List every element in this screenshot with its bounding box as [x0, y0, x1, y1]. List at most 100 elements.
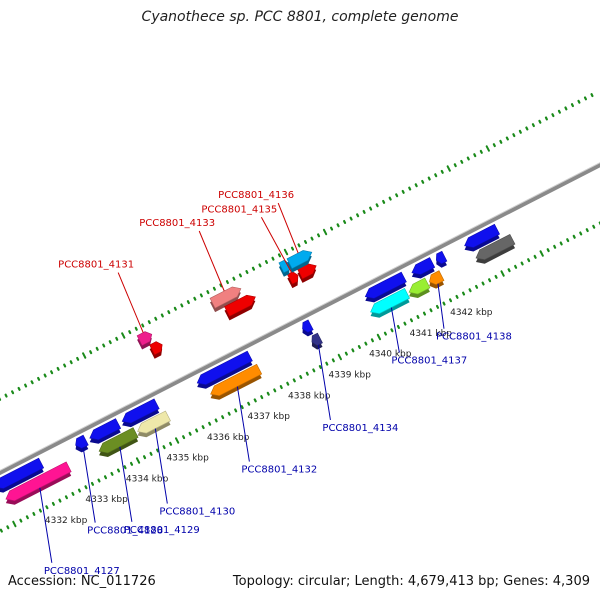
forward-track-tick: [356, 213, 360, 218]
forward-track-tick: [531, 123, 535, 128]
kbp-tick-label: 4334 kbp: [126, 474, 169, 484]
gene-label-leader: [117, 272, 144, 333]
reverse-track-tick: [12, 520, 17, 528]
forward-track-tick: [369, 206, 373, 211]
reverse-track-tick: [149, 451, 153, 456]
gene-arrow: [136, 331, 153, 346]
gene-arrow: [210, 363, 263, 397]
reverse-track-tick: [182, 435, 186, 440]
reverse-track-tick: [409, 318, 414, 323]
reverse-track-tick: [214, 418, 218, 423]
gene-arrow: [149, 341, 163, 356]
reverse-track-tick: [279, 385, 283, 390]
reverse-track-tick: [58, 498, 62, 503]
forward-track-tick: [147, 320, 151, 325]
forward-track-tick: [375, 203, 379, 208]
reverse-track-tick: [169, 441, 173, 446]
genome-summary-text: Topology: circular; Length: 4,679,413 bp…: [232, 574, 590, 589]
gene-arrow: [224, 294, 256, 317]
forward-track-tick: [206, 290, 210, 295]
reverse-track-tick: [331, 358, 335, 363]
forward-track-tick: [499, 139, 503, 144]
reverse-track-tick: [533, 254, 537, 259]
forward-track-tick: [290, 246, 295, 251]
gene-label: PCC8801_4136: [218, 190, 294, 201]
forward-track-tick: [102, 343, 106, 348]
reverse-track-tick: [514, 264, 518, 269]
forward-track-tick: [63, 363, 67, 368]
gene-arrow: [370, 287, 411, 315]
forward-track-tick: [277, 253, 282, 258]
reverse-track-tick: [344, 351, 348, 356]
reverse-track-tick: [174, 437, 180, 444]
reverse-track-tick: [195, 428, 199, 433]
kbp-tick-label: 4332 kbp: [45, 516, 88, 526]
forward-track-tick: [310, 236, 314, 241]
gene-arrow: [196, 350, 253, 386]
gene-label: PCC8801_4132: [241, 465, 317, 476]
reverse-track-tick: [305, 371, 309, 376]
reverse-track-tick: [77, 488, 82, 493]
gene-arrow: [286, 271, 299, 285]
reverse-track-tick: [559, 241, 563, 246]
forward-track-tick: [466, 156, 470, 161]
forward-track-tick: [258, 263, 262, 268]
gene-arrow: [435, 250, 448, 265]
reverse-track-tick: [71, 491, 75, 496]
forward-track-tick: [95, 346, 99, 351]
gene-label-leader: [236, 386, 250, 462]
forward-track-tick: [570, 103, 574, 108]
forward-track-tick: [76, 356, 80, 361]
forward-track-tick: [505, 136, 509, 141]
reverse-track-tick: [110, 471, 114, 476]
forward-track-tick: [212, 286, 216, 291]
forward-track-tick: [336, 223, 340, 228]
forward-track-tick: [408, 186, 412, 191]
forward-track-tick: [30, 380, 34, 385]
reverse-track-tick: [299, 375, 303, 380]
kbp-tick-label: 4338 kbp: [288, 391, 331, 401]
kbp-tick-label: 4342 kbp: [450, 308, 493, 318]
forward-track-tick: [141, 323, 145, 328]
reverse-track-tick: [364, 341, 368, 346]
forward-track-tick: [69, 360, 73, 365]
forward-track-tick: [154, 316, 158, 321]
reverse-track-tick: [208, 421, 212, 426]
reverse-track-tick: [19, 518, 23, 523]
gene-label: PCC8801_4138: [436, 332, 512, 343]
reverse-track-tick: [25, 515, 29, 520]
kbp-tick-label: 4336 kbp: [207, 433, 250, 443]
forward-track-tick: [583, 96, 588, 101]
forward-track-tick: [271, 256, 275, 261]
gene-label-leader: [277, 202, 299, 254]
forward-track-tick: [232, 276, 236, 281]
forward-track-tick: [512, 133, 516, 138]
reverse-track-tick: [507, 268, 511, 273]
gene-arrow: [137, 410, 171, 434]
reverse-track-tick: [461, 291, 466, 296]
forward-track-tick: [121, 332, 126, 339]
forward-track-tick: [89, 350, 93, 355]
forward-track-tick: [316, 233, 321, 238]
gene-label-leader: [437, 283, 445, 329]
forward-track-tick: [245, 270, 249, 275]
gene-arrow: [121, 398, 160, 424]
forward-track-tick: [4, 393, 8, 398]
gene-arrow: [364, 271, 407, 299]
reverse-track-tick: [429, 308, 433, 313]
reverse-track-tick: [286, 381, 290, 386]
forward-track-tick: [460, 159, 464, 164]
forward-track-tick: [180, 303, 184, 308]
reverse-track-tick: [351, 348, 355, 353]
reverse-track-tick: [579, 231, 583, 236]
gene-arrow: [302, 319, 314, 333]
kbp-tick-label: 4333 kbp: [85, 495, 128, 505]
reverse-track-tick: [455, 294, 459, 299]
forward-track-tick: [24, 383, 28, 388]
forward-track-tick: [538, 119, 542, 124]
forward-track-tick: [395, 193, 399, 198]
forward-track-tick: [453, 163, 457, 168]
forward-track-tick: [297, 243, 301, 248]
reverse-track-tick: [103, 475, 108, 480]
